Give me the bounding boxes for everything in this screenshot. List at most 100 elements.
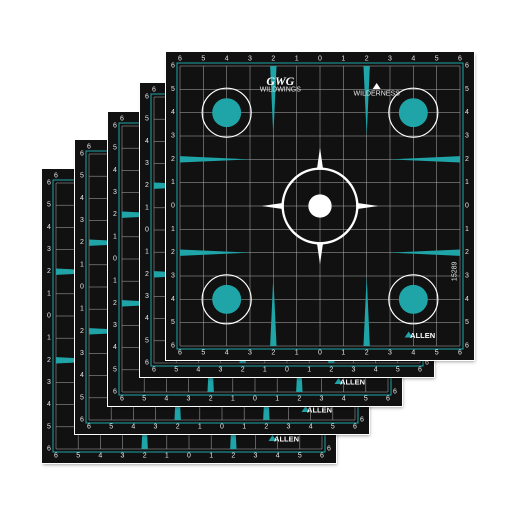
- corner-bullseye-ring: [388, 274, 439, 325]
- wedge-marker: [390, 249, 460, 256]
- tick-label-left: 3: [171, 273, 175, 280]
- tick-label-left: 4: [171, 109, 175, 116]
- reticle-spike: [317, 147, 323, 169]
- tick-label-bottom: 6: [87, 424, 91, 431]
- tick-label-left: 1: [145, 204, 149, 211]
- tick-label-bottom: 3: [254, 453, 258, 460]
- tick-label-left: 2: [80, 239, 84, 246]
- tick-label-bottom: 3: [320, 396, 324, 403]
- allen-brand-label: ALLEN: [340, 378, 365, 387]
- tick-label-bottom: 2: [176, 424, 180, 431]
- tick-label-left: 4: [145, 315, 149, 322]
- tick-label-bottom: 3: [154, 424, 158, 431]
- tick-label-left: 5: [145, 116, 149, 123]
- sheet-frame: [176, 62, 464, 350]
- tick-label-left: 4: [80, 195, 84, 202]
- tick-label-top: 4: [411, 56, 415, 63]
- tick-label-left: 1: [47, 290, 51, 297]
- tick-label-right: 6: [465, 63, 469, 70]
- tick-label-bottom: 0: [285, 367, 289, 374]
- tick-label-bottom: 3: [248, 350, 252, 357]
- tick-label-left: 5: [80, 173, 84, 180]
- corner-bullseye-ring: [201, 274, 252, 325]
- tick-label-left: 4: [47, 401, 51, 408]
- wedge-marker: [363, 66, 370, 136]
- tick-label-bottom: 2: [365, 350, 369, 357]
- wedge-marker: [180, 249, 250, 256]
- tick-label-bottom: 3: [219, 367, 223, 374]
- tick-label-left: 5: [47, 202, 51, 209]
- tick-label-top: 6: [120, 116, 124, 123]
- tick-label-left: 3: [113, 322, 117, 329]
- tick-label-bottom: 4: [225, 350, 229, 357]
- tick-label-left: 6: [47, 446, 51, 453]
- wedge-marker: [270, 66, 277, 136]
- tick-label-bottom: 1: [165, 453, 169, 460]
- tick-label-left: 5: [113, 366, 117, 373]
- tick-label-bottom: 3: [187, 396, 191, 403]
- allen-logo-icon: [404, 331, 413, 338]
- center-dot: [308, 194, 332, 218]
- tick-label-bottom: 4: [98, 453, 102, 460]
- tick-label-right: 4: [465, 296, 469, 303]
- tick-label-left: 6: [171, 63, 175, 70]
- allen-brand-mark: ALLEN: [268, 435, 299, 444]
- tick-label-bottom: 0: [187, 453, 191, 460]
- tick-label-left: 5: [113, 145, 117, 152]
- tick-label-bottom: 1: [231, 396, 235, 403]
- allen-brand-label: ALLEN: [274, 435, 299, 444]
- tick-label-bottom: 4: [276, 453, 280, 460]
- tick-label-top: 5: [435, 56, 439, 63]
- tick-label-left: 3: [80, 350, 84, 357]
- tick-label-left: 2: [113, 300, 117, 307]
- tick-label-left: 1: [113, 278, 117, 285]
- tick-label-bottom: 1: [307, 367, 311, 374]
- allen-logo-icon: [334, 378, 343, 385]
- tick-label-bottom: 1: [209, 453, 213, 460]
- tick-label-right: 0: [465, 203, 469, 210]
- tick-label-left: 1: [113, 233, 117, 240]
- tick-label-top: 1: [295, 56, 299, 63]
- tick-label-top: 3: [248, 56, 252, 63]
- tick-label-left: 1: [145, 249, 149, 256]
- tick-label-bottom: 5: [298, 453, 302, 460]
- tick-label-bottom: 6: [54, 453, 58, 460]
- tick-label-left: 3: [113, 189, 117, 196]
- tick-label-bottom: 6: [320, 453, 324, 460]
- reticle-spike: [261, 203, 283, 209]
- tick-label-left: 4: [113, 344, 117, 351]
- corner-bullseye-dot: [212, 98, 242, 128]
- tick-label-left: 5: [47, 423, 51, 430]
- tick-label-left: 2: [145, 182, 149, 189]
- tick-label-bottom: 5: [174, 367, 178, 374]
- tick-label-bottom: 5: [76, 453, 80, 460]
- tick-label-bottom: 2: [297, 396, 301, 403]
- tick-label-bottom: 5: [201, 350, 205, 357]
- tick-label-bottom: 4: [374, 367, 378, 374]
- tick-label-left: 0: [47, 313, 51, 320]
- reticle-spike: [317, 243, 323, 265]
- tick-label-bottom: 2: [231, 453, 235, 460]
- tick-label-top: 2: [365, 56, 369, 63]
- tick-label-bottom: 4: [309, 424, 313, 431]
- tick-label-right: 5: [465, 86, 469, 93]
- tick-label-left: 2: [47, 268, 51, 275]
- tick-label-left: 6: [145, 360, 149, 367]
- tick-label-top: 4: [225, 56, 229, 63]
- tick-label-right: 2: [465, 249, 469, 256]
- tick-label-bottom: 5: [396, 367, 400, 374]
- tick-label-left: 6: [47, 180, 51, 187]
- tick-label-bottom: 6: [458, 350, 462, 357]
- tick-label-left: 1: [171, 179, 175, 186]
- tick-label-left: 5: [171, 319, 175, 326]
- tick-label-top: 2: [271, 56, 275, 63]
- allen-brand-mark: ALLEN: [404, 331, 435, 340]
- tick-label-bottom: 1: [263, 367, 267, 374]
- tick-label-left: 2: [113, 211, 117, 218]
- tick-label-bottom: 0: [220, 424, 224, 431]
- tick-label-bottom: 2: [241, 367, 245, 374]
- corner-bullseye-dot: [398, 98, 428, 128]
- gwg-logo-sub: WILDWINGS: [260, 87, 302, 94]
- tick-label-left: 6: [80, 151, 84, 158]
- tick-label-left: 3: [145, 160, 149, 167]
